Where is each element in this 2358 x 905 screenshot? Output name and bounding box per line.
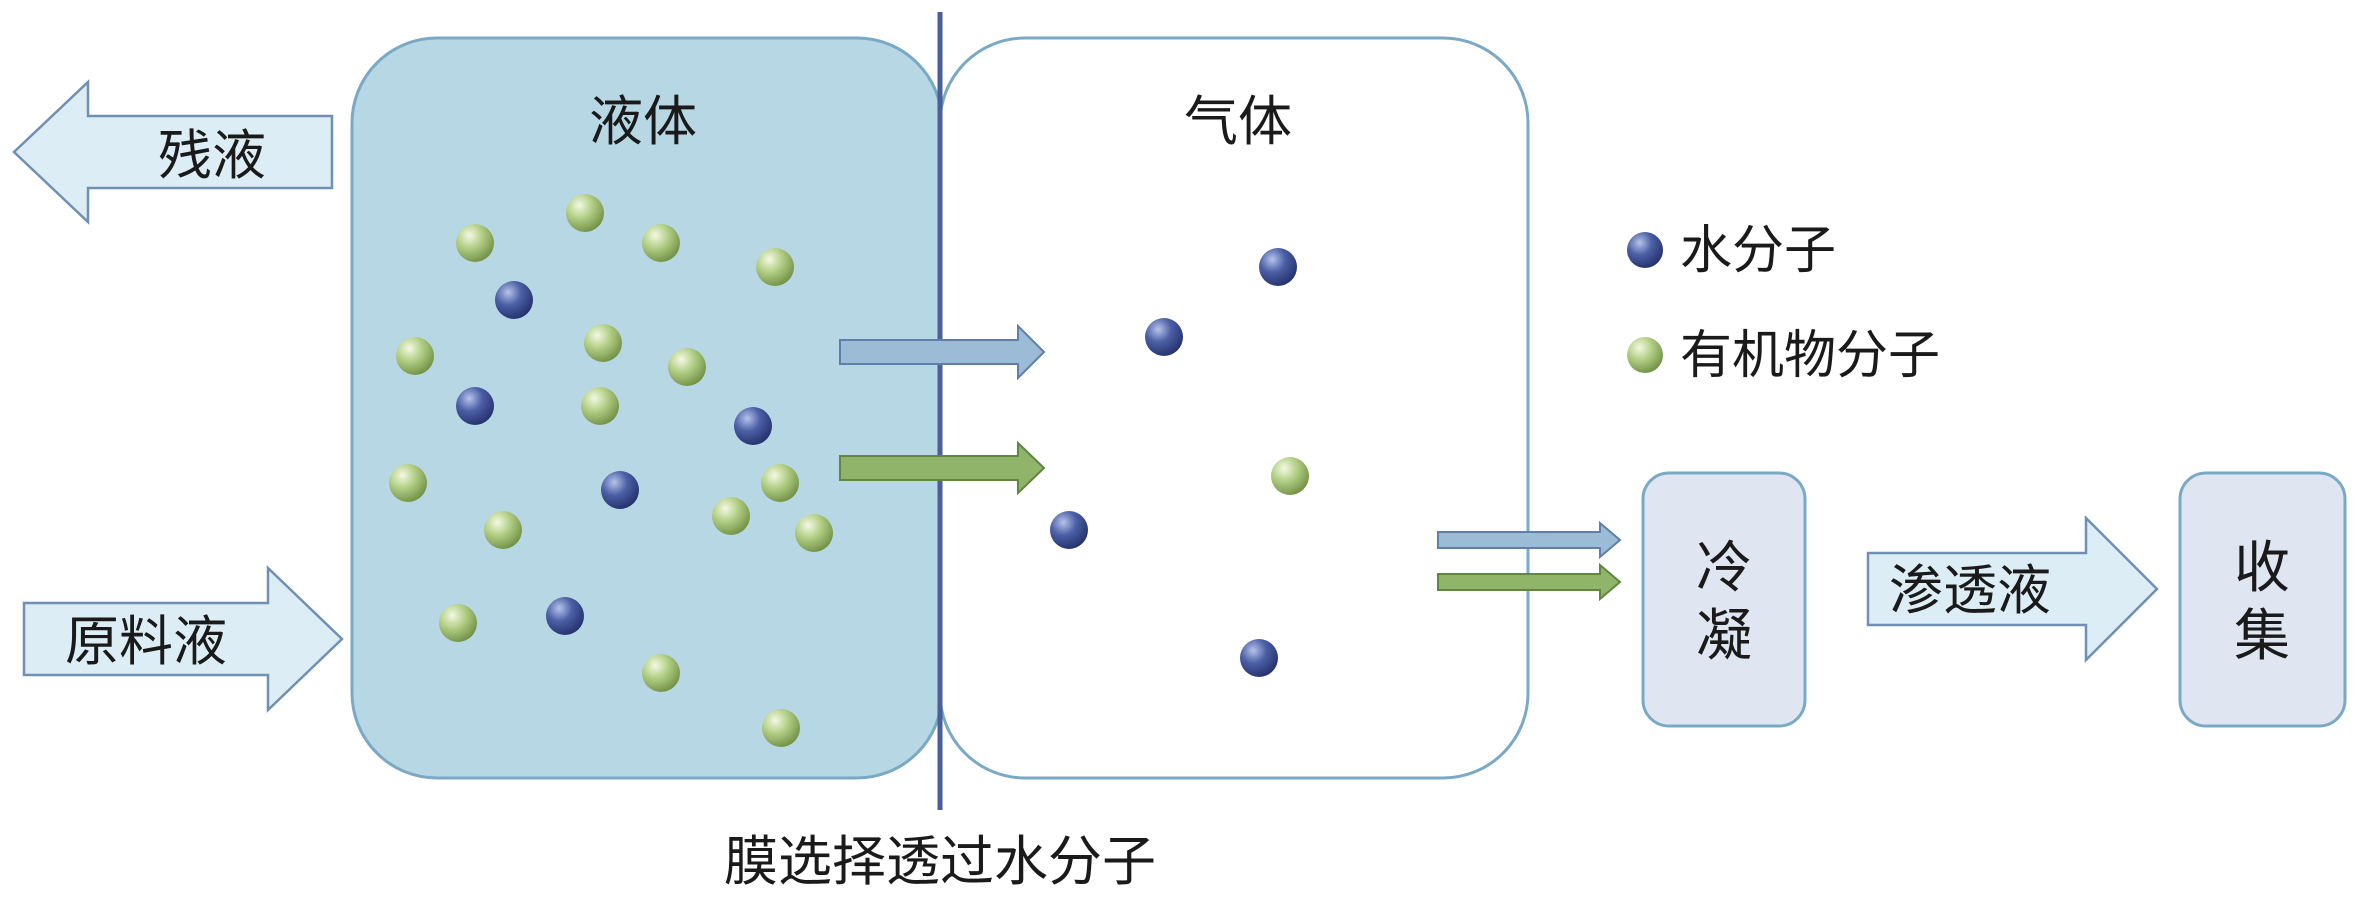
collect-label-1: 收 bbox=[2234, 536, 2290, 601]
organic-molecule bbox=[642, 224, 680, 262]
water-molecule bbox=[546, 597, 584, 635]
legend: 水分子 有机物分子 bbox=[1627, 221, 1940, 386]
organic-molecule bbox=[1271, 457, 1309, 495]
condense-label-2: 凝 bbox=[1696, 604, 1752, 669]
permeate-arrow bbox=[1866, 514, 2159, 664]
collect-label-2: 集 bbox=[2234, 604, 2290, 669]
water-molecule bbox=[1259, 248, 1297, 286]
water-molecule bbox=[1240, 639, 1278, 677]
residue-arrow bbox=[12, 79, 334, 225]
residue-label: 残液 bbox=[158, 124, 266, 187]
condenser-box bbox=[1641, 471, 1807, 728]
organic-molecule bbox=[668, 348, 706, 386]
water-molecule bbox=[1050, 511, 1088, 549]
organic-molecule bbox=[712, 497, 750, 535]
gas-label: 气体 bbox=[1184, 90, 1292, 153]
water-output-arrow bbox=[1437, 520, 1622, 560]
organic-molecule bbox=[439, 604, 477, 642]
organic-molecule bbox=[761, 464, 799, 502]
organic-molecule bbox=[484, 511, 522, 549]
legend-water-label: 水分子 bbox=[1680, 221, 1836, 281]
organic-molecule bbox=[584, 324, 622, 362]
liquid-molecules bbox=[389, 194, 833, 747]
water-molecule bbox=[601, 471, 639, 509]
organic-output-arrow bbox=[1437, 562, 1622, 602]
membrane-caption: 膜选择透过水分子 bbox=[724, 830, 1156, 893]
water-molecule bbox=[734, 407, 772, 445]
organic-molecule bbox=[581, 387, 619, 425]
liquid-label: 液体 bbox=[589, 90, 697, 153]
feed-label: 原料液 bbox=[65, 610, 227, 673]
legend-organic-icon bbox=[1627, 337, 1663, 373]
organic-molecule bbox=[396, 337, 434, 375]
organic-molecule bbox=[756, 248, 794, 286]
organic-molecule bbox=[795, 514, 833, 552]
collect-box bbox=[2178, 471, 2347, 728]
organic-molecule bbox=[389, 464, 427, 502]
legend-water-icon bbox=[1627, 232, 1663, 268]
condense-label-1: 冷 bbox=[1696, 536, 1752, 601]
water-molecule bbox=[495, 281, 533, 319]
legend-organic-label: 有机物分子 bbox=[1680, 326, 1940, 386]
water-molecule bbox=[456, 387, 494, 425]
water-transfer-arrow bbox=[839, 323, 1046, 381]
permeate-label: 渗透液 bbox=[1889, 559, 2051, 622]
organic-transfer-arrow bbox=[839, 440, 1046, 496]
organic-molecule bbox=[566, 194, 604, 232]
water-molecule bbox=[1145, 318, 1183, 356]
feed-arrow bbox=[22, 565, 344, 713]
organic-molecule bbox=[456, 224, 494, 262]
organic-molecule bbox=[642, 654, 680, 692]
organic-molecule bbox=[762, 709, 800, 747]
gas-molecules bbox=[1050, 248, 1309, 677]
